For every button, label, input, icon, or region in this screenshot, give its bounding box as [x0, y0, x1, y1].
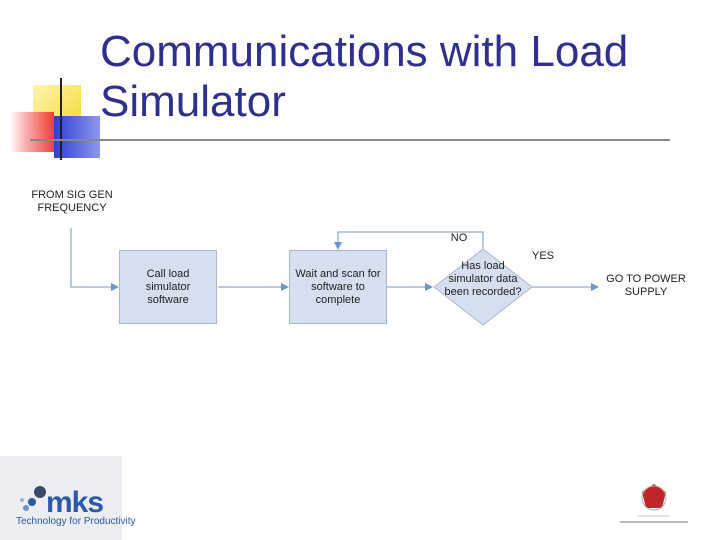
- step-call-simulator: Call load simulator software: [119, 250, 217, 324]
- no-label: NO: [450, 232, 468, 244]
- input-label: FROM SIG GEN FREQUENCY: [31, 189, 113, 214]
- decision-diamond: [433, 248, 533, 326]
- decor-vertical-rule: [60, 78, 62, 160]
- mks-logo-dots-icon: [20, 486, 46, 511]
- step-wait-scan: Wait and scan for software to complete: [289, 250, 387, 324]
- award-seal-icon: [620, 484, 688, 523]
- mks-tagline: Technology for Productivity: [16, 516, 136, 527]
- decor-red-square: [10, 112, 54, 152]
- slide-title: Communications with Load Simulator: [100, 27, 629, 126]
- title-underline: [30, 139, 670, 141]
- decision-text: Has load simulator data been recorded?: [444, 260, 522, 298]
- arrow-no-loop: [334, 231, 484, 250]
- mks-logo-text: mks: [46, 486, 104, 519]
- arrow-input: [70, 228, 119, 291]
- yes-label: YES: [531, 250, 554, 262]
- footer-logo-panel: [0, 456, 122, 540]
- output-label: GO TO POWER SUPPLY: [606, 273, 686, 298]
